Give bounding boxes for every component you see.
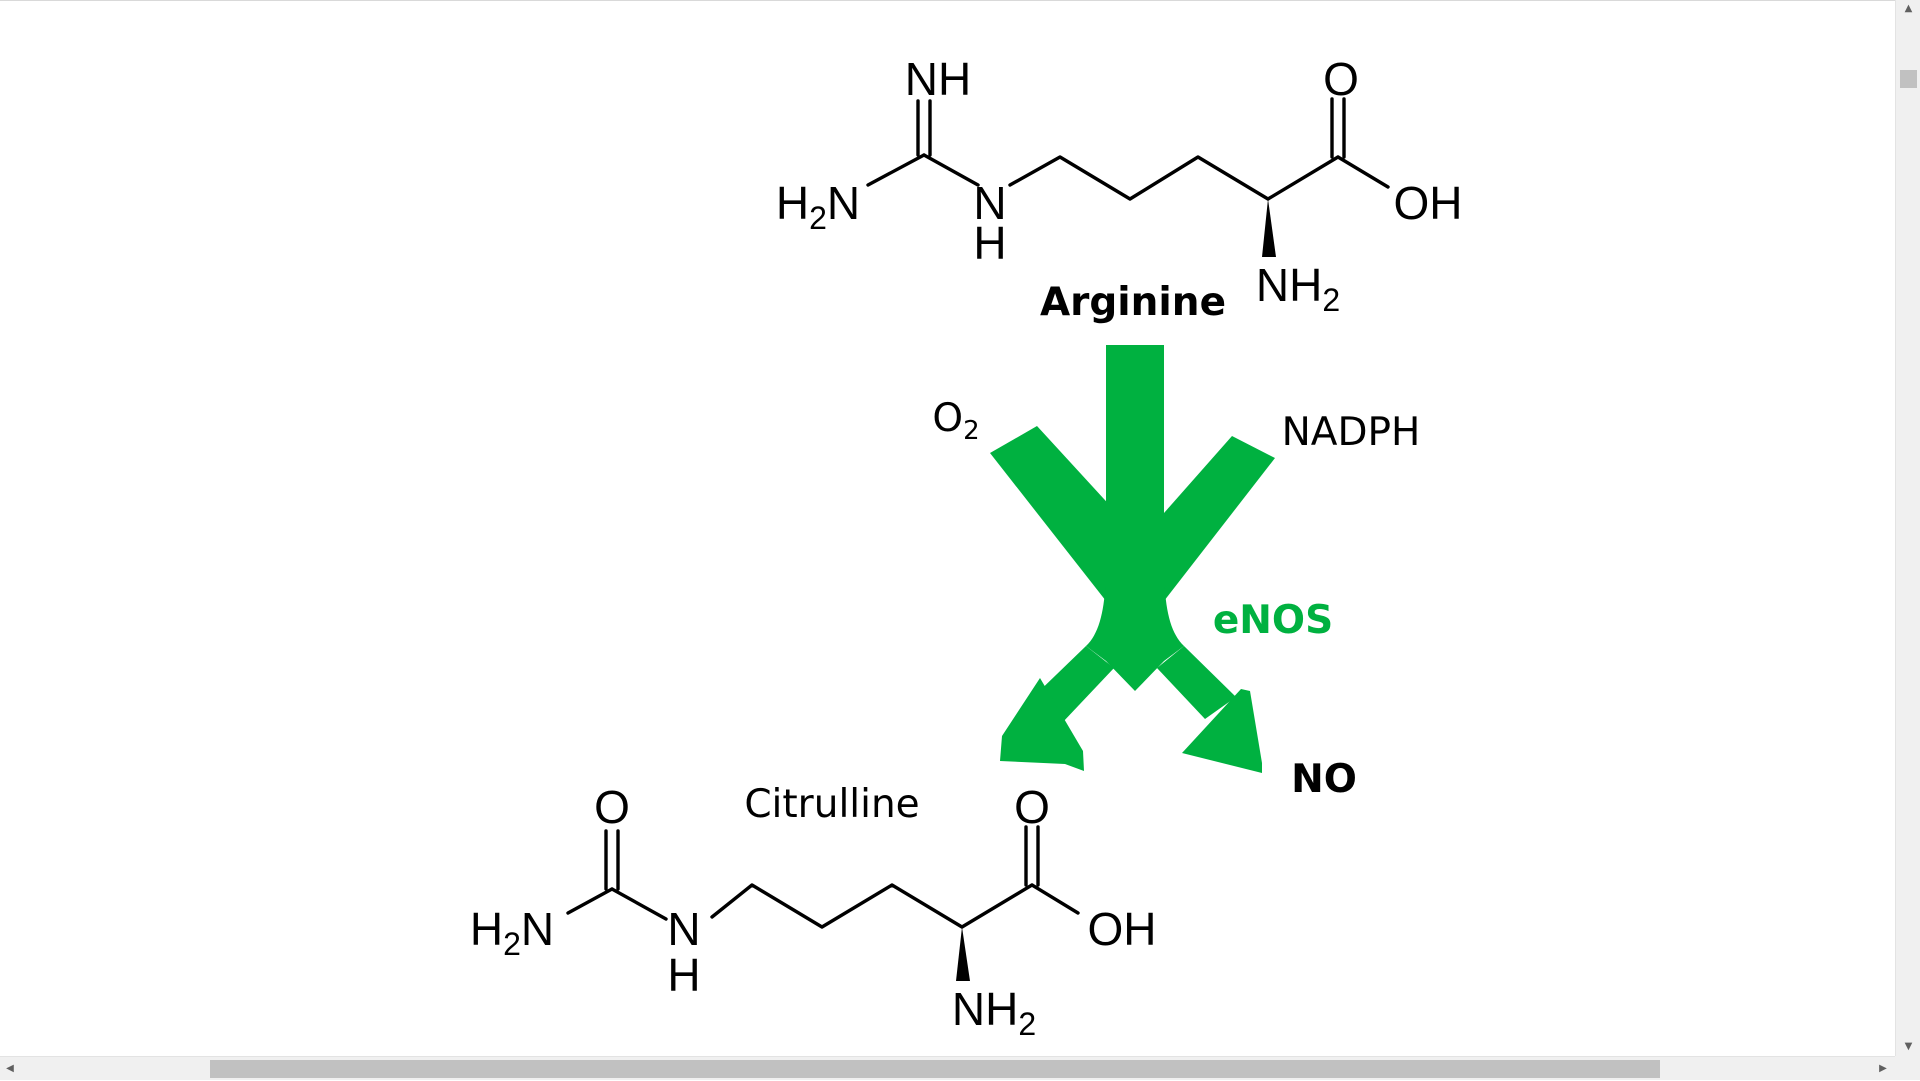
- arginine-nh-h: H: [973, 217, 1006, 269]
- scroll-left-icon[interactable]: ◀: [6, 1063, 14, 1074]
- arginine-carbonyl-o: O: [1323, 53, 1359, 105]
- arginine-imine-nh: NH: [905, 53, 971, 105]
- citrulline-bond-nh2-c: [566, 887, 614, 915]
- arginine-nh-n: N: [973, 177, 1006, 229]
- citrulline-amine-h2n: H2N: [470, 903, 554, 962]
- vertical-scrollbar[interactable]: ▲ ▼: [1895, 0, 1920, 1056]
- citrulline-nh-n: N: [667, 903, 700, 955]
- scroll-right-icon[interactable]: ▶: [1879, 1063, 1887, 1074]
- o2-label: O2: [932, 396, 979, 446]
- arginine-amine-h2n: H2N: [776, 177, 860, 236]
- arginine-bond-nh2-c: [866, 153, 926, 187]
- citrulline-carbonyl-o: O: [1014, 781, 1050, 833]
- enzyme-label: eNOS: [1213, 598, 1333, 643]
- citrulline-wedge-bond: [956, 927, 970, 981]
- citrulline-chain: [710, 883, 1034, 929]
- citrulline-structure: O H2N N H O OH NH2: [470, 781, 1157, 1042]
- arginine-hydroxyl: OH: [1394, 177, 1463, 229]
- arginine-bond-c-oh: [1336, 155, 1390, 189]
- arginine-structure: NH H2N N H O OH NH2: [776, 53, 1463, 318]
- horizontal-scrollbar[interactable]: ◀ ▶: [0, 1056, 1895, 1080]
- citrulline-label: Citrulline: [744, 782, 919, 827]
- reaction-arrow-icon: [990, 345, 1275, 773]
- arginine-alpha-amine: NH2: [1256, 259, 1340, 318]
- scroll-down-icon[interactable]: ▼: [1904, 1041, 1913, 1052]
- citrulline-bond-c-nh: [610, 887, 668, 921]
- arginine-chain: [1008, 155, 1340, 201]
- citrulline-urea-o: O: [594, 781, 630, 833]
- arginine-bond-c-nh: [922, 153, 980, 187]
- nadph-label: NADPH: [1282, 410, 1421, 455]
- viewer-canvas: NH H2N N H O OH NH2 Arginine O2 NADPH eN…: [0, 0, 1895, 1042]
- arginine-label: Arginine: [1040, 280, 1226, 325]
- scroll-up-icon[interactable]: ▲: [1904, 3, 1913, 14]
- horizontal-scroll-thumb[interactable]: [210, 1060, 1660, 1078]
- citrulline-hydroxyl: OH: [1088, 903, 1157, 955]
- arginine-wedge-bond: [1262, 199, 1276, 257]
- citrulline-nh-h: H: [667, 949, 700, 1001]
- citrulline-alpha-amine: NH2: [952, 983, 1036, 1042]
- scrollbar-corner: [1895, 1056, 1920, 1080]
- citrulline-bond-c-oh: [1030, 883, 1080, 915]
- reaction-diagram: NH H2N N H O OH NH2 Arginine O2 NADPH eN…: [470, 53, 1463, 1042]
- nitric-oxide-label: NO: [1291, 757, 1357, 802]
- vertical-scroll-thumb[interactable]: [1900, 70, 1917, 88]
